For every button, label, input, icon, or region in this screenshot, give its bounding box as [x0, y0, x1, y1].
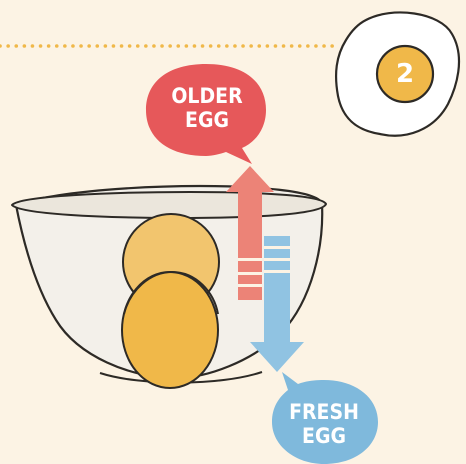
fresh-egg-label-line1: FRESH: [289, 400, 359, 424]
egg-overlap-line: [123, 270, 219, 315]
step-number: 2: [395, 59, 415, 89]
older-egg-bubble: [146, 64, 266, 164]
fresh-egg-label: FRESH EGG: [272, 400, 376, 448]
down-arrow: [250, 236, 304, 372]
up-arrow: [226, 166, 274, 300]
older-egg-label-line1: OLDER: [171, 84, 243, 108]
fresh-egg-bubble: [272, 372, 378, 464]
fresh-egg-label-line2: EGG: [302, 424, 346, 448]
fried-egg-icon: [335, 11, 461, 137]
older-egg-label-line2: EGG: [185, 108, 229, 132]
older-egg-label: OLDER EGG: [152, 84, 262, 132]
